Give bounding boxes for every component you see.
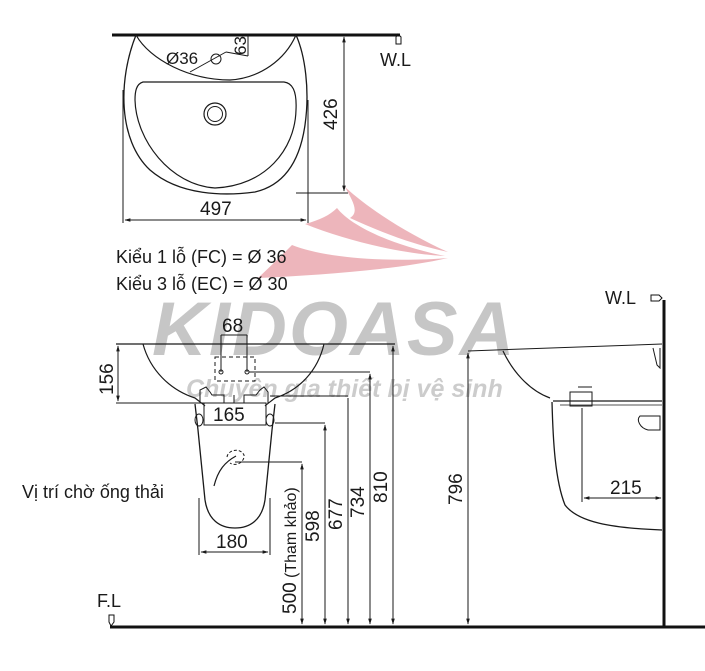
top-view: W.L Ø36 63 426 497: [112, 33, 411, 223]
width-dimension-label: 497: [200, 199, 232, 220]
floor-line-label: F.L: [97, 591, 121, 611]
height-810-label: 810: [371, 471, 392, 503]
waste-pipe-label: Vị trí chờ ống thải: [22, 482, 164, 502]
side-view: W.L 215 796: [446, 288, 666, 627]
bracket-width-label: 165: [213, 405, 245, 426]
front-view: 68 156 165 Vị trí chờ ống thải 180: [22, 316, 705, 629]
hole-type-notes: Kiểu 1 lỗ (FC) = Ø 36 Kiểu 3 lỗ (EC) = Ø…: [116, 246, 288, 294]
projection-label: 215: [610, 478, 642, 499]
side-height-label: 796: [446, 473, 467, 505]
tap-spacing-label: 68: [222, 316, 243, 337]
height-598-label: 598: [303, 510, 324, 542]
basin-height-label: 156: [97, 363, 118, 395]
height-500-label: 500: [280, 582, 301, 614]
hole-diameter-label: Ø36: [166, 49, 198, 68]
side-wall-line-label: W.L: [605, 288, 636, 308]
depth-dimension-label: 426: [321, 98, 342, 130]
top-wall-line-label: W.L: [380, 50, 411, 70]
note-single-hole: Kiểu 1 lỗ (FC) = Ø 36: [116, 246, 287, 267]
watermark-logo-icon: [258, 187, 448, 278]
watermark-brand: KIDOASA: [152, 287, 516, 372]
height-500-note: (Tham khảo): [283, 487, 300, 578]
watermark-tagline: Chuyên gia thiết bị vệ sinh: [186, 375, 503, 403]
pedestal-width-label: 180: [216, 532, 248, 553]
height-734-label: 734: [348, 486, 369, 518]
height-677-label: 677: [326, 498, 347, 530]
hole-offset-label: 63: [231, 36, 250, 55]
note-three-hole: Kiểu 3 lỗ (EC) = Ø 30: [116, 273, 288, 294]
